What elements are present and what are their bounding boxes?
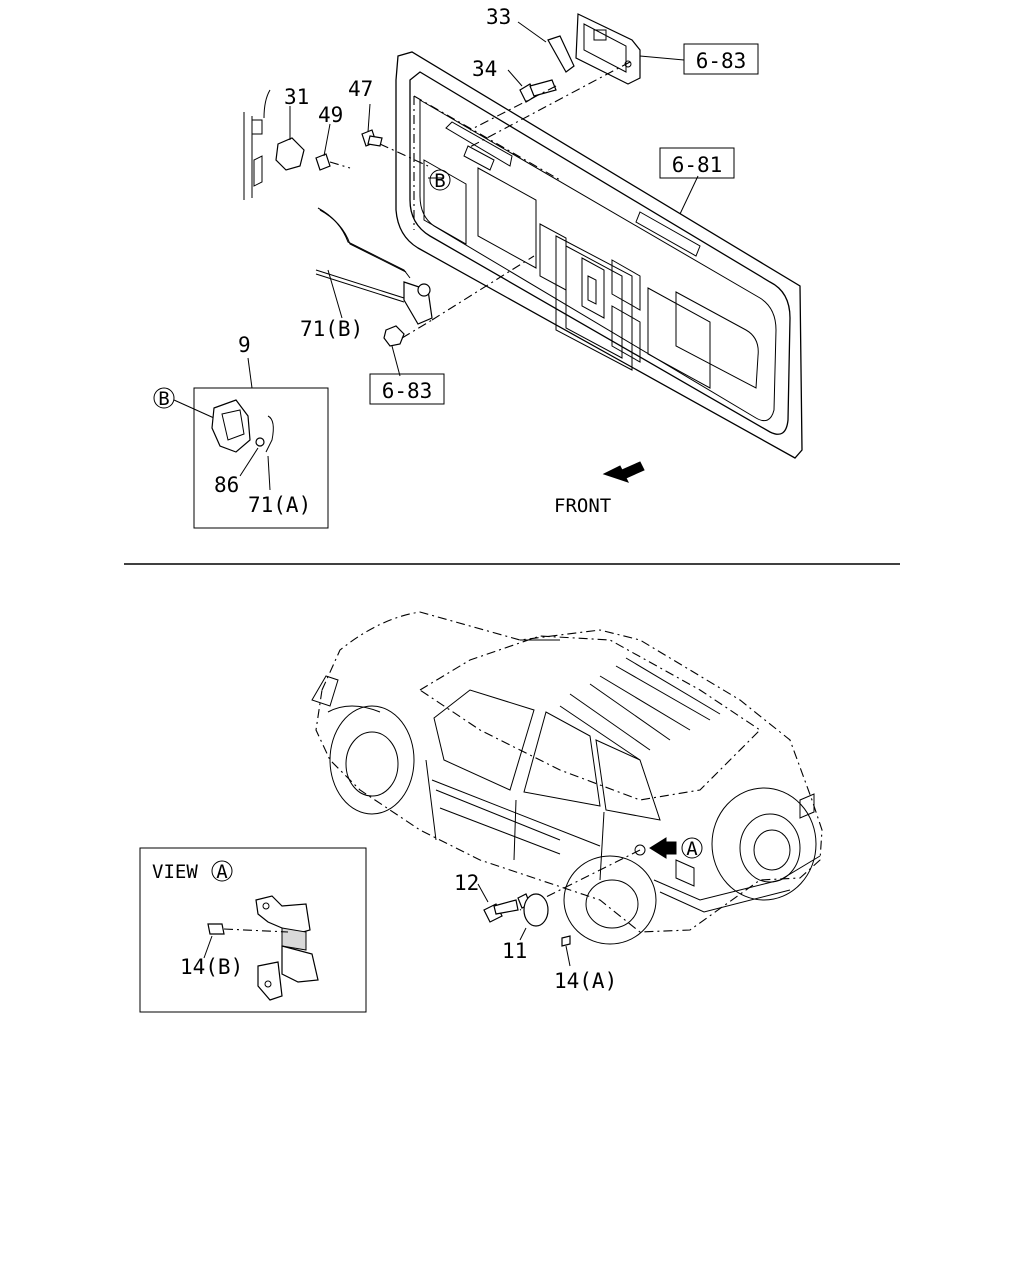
callout-leaders-top [289, 21, 699, 377]
part-9-box: 9 B 86 71(A) [153, 333, 329, 529]
callout-11: 11 [502, 939, 527, 963]
callout-34: 34 [472, 57, 497, 81]
circled-letter: B [434, 170, 445, 192]
callout-86: 86 [214, 473, 239, 497]
view-label: VIEW [152, 861, 198, 883]
ref-6-81: 6-81 [659, 147, 735, 179]
callout-71a: 71(A) [248, 493, 311, 517]
callout-14b: 14(B) [180, 955, 243, 979]
callout-31: 31 [284, 85, 309, 109]
ref-label: 6-83 [382, 379, 433, 403]
vehicle-outline [311, 611, 823, 945]
view-a-pointer: A [649, 837, 703, 860]
ref-6-83-mid: 6-83 [369, 373, 445, 405]
callout-12: 12 [454, 871, 479, 895]
ref-6-83-top: 6-83 [683, 43, 759, 75]
bolt-34 [519, 79, 557, 103]
control-rods [315, 207, 433, 325]
circled-letter: B [158, 388, 169, 410]
callout-47: 47 [348, 77, 373, 101]
callout-49: 49 [318, 103, 343, 127]
front-label: FRONT [554, 495, 611, 517]
leader-lines-top [329, 61, 631, 339]
callout-9: 9 [238, 333, 251, 357]
circled-letter: A [686, 838, 698, 860]
circled-letter: A [216, 861, 228, 883]
circled-b-door: B [429, 169, 451, 192]
tailgate-panel [395, 51, 803, 459]
ref-label: 6-83 [696, 49, 747, 73]
bolt-47 [361, 129, 383, 147]
striker-31 [243, 89, 305, 200]
nut-6-83 [383, 325, 405, 347]
bolt-49 [315, 153, 331, 171]
front-indicator: FRONT [554, 461, 645, 517]
fuel-lid-parts: 12 11 14(A) [454, 849, 641, 993]
ref-label: 6-81 [672, 153, 723, 177]
callout-33: 33 [486, 5, 511, 29]
latch-assembly-top [547, 13, 641, 85]
view-a-box: VIEW A 14(B) [139, 847, 367, 1013]
callout-14a: 14(A) [554, 969, 617, 993]
callout-71b: 71(B) [300, 317, 363, 341]
